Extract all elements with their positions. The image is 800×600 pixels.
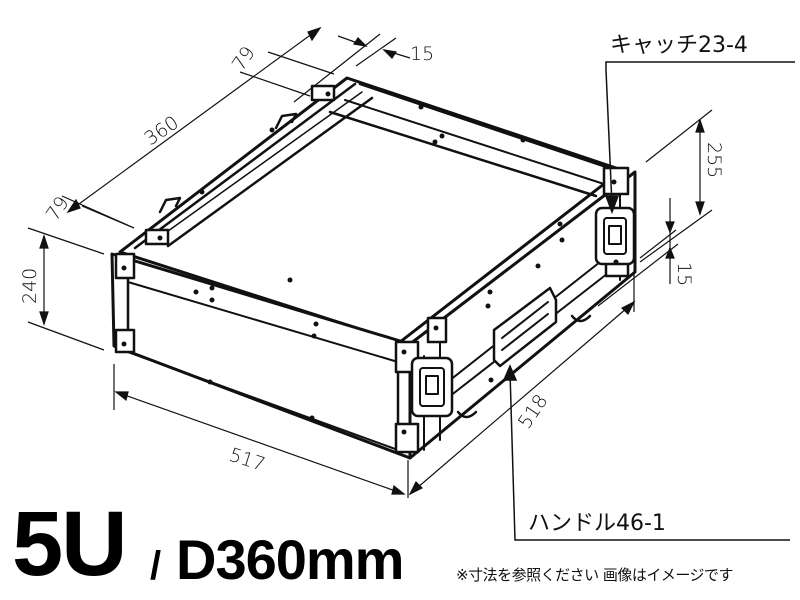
product-depth-label: D360mm — [176, 528, 404, 591]
dim-top-front-offset: 79 — [42, 192, 74, 224]
title-separator: / — [150, 544, 162, 588]
corner-bracket — [144, 228, 170, 246]
corner-bracket — [114, 328, 136, 354]
product-size-label: 5U — [12, 493, 128, 595]
dim-front-height: 240 — [19, 268, 41, 304]
corner-bracket — [394, 422, 420, 454]
rivets — [121, 91, 619, 435]
callout-leaders — [502, 61, 795, 541]
dimension-lines — [27, 26, 713, 498]
callout-catch-label: キャッチ23-4 — [610, 33, 748, 58]
dim-length: 518 — [514, 390, 553, 432]
dim-inner-depth: 360 — [140, 112, 182, 151]
catch-latch-side — [594, 206, 636, 266]
dim-lid-gap: 15 — [410, 43, 434, 65]
dim-width: 517 — [226, 444, 267, 476]
dim-side-bottom-gap: 15 — [673, 262, 695, 286]
corner-bracket — [310, 84, 336, 102]
dim-side-height: 255 — [703, 142, 725, 178]
catch-latch-front — [410, 356, 454, 418]
disclaimer-note: ※寸法を参照ください 画像はイメージです — [456, 566, 734, 584]
dim-top-rear-offset: 79 — [228, 42, 260, 74]
callout-handle-label: ハンドル46-1 — [528, 511, 666, 536]
case-body — [110, 76, 637, 460]
